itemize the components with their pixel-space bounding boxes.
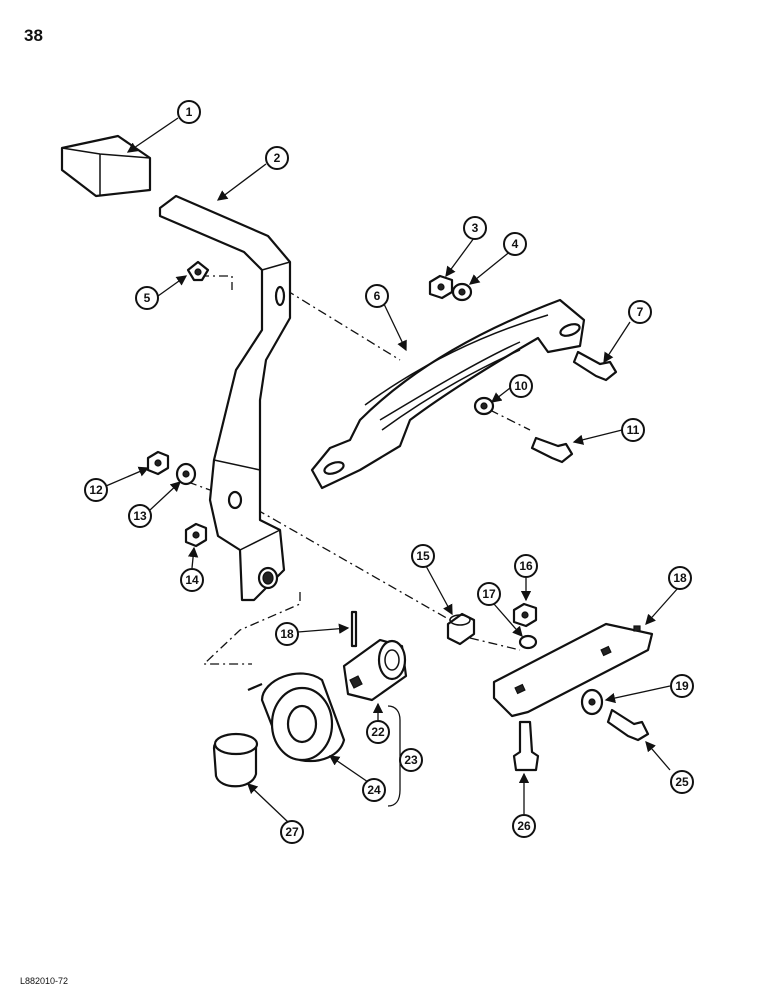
wing-nut-part-7 xyxy=(186,260,210,282)
callout-24-label: 22 xyxy=(371,725,385,739)
callout-17-label: 25 xyxy=(675,775,689,789)
callout-4: 3 xyxy=(463,216,487,240)
callout-22: 23 xyxy=(399,748,423,772)
callout-16: 16 xyxy=(514,554,538,578)
callout-5-label: 2 xyxy=(274,151,281,165)
callout-17: 25 xyxy=(670,770,694,794)
callout-6-label: 11 xyxy=(627,423,640,437)
spline-part-24 xyxy=(342,638,408,702)
plate-part-11 xyxy=(492,622,654,718)
callout-16-label: 16 xyxy=(519,559,533,573)
spacer-part-13 xyxy=(446,612,476,646)
callout-7: 5 xyxy=(135,286,159,310)
nut-part-4 xyxy=(428,274,454,300)
callout-6: 11 xyxy=(621,418,645,442)
leaders xyxy=(105,117,679,823)
callout-14: 26 xyxy=(512,814,536,838)
callout-15-label: 17 xyxy=(482,587,496,601)
bolt-part-2 xyxy=(572,350,618,382)
pin-part-27 xyxy=(350,610,358,648)
callout-23-label: 24 xyxy=(367,783,381,797)
curved-bracket-part-1 xyxy=(310,298,586,490)
callout-2: 7 xyxy=(628,300,652,324)
callout-2-label: 7 xyxy=(637,305,644,319)
callout-27-label: 18 xyxy=(280,627,294,641)
grip-part-10 xyxy=(60,134,152,198)
callout-1: 6 xyxy=(365,284,389,308)
bracket-part-22 xyxy=(387,705,401,807)
pedal-lever-part-5 xyxy=(158,194,292,602)
callout-13-label: 15 xyxy=(416,549,430,563)
callout-12-label: 19 xyxy=(675,679,689,693)
callout-7-label: 5 xyxy=(144,291,151,305)
callout-5: 2 xyxy=(265,146,289,170)
callout-11-label: 18 xyxy=(673,571,687,585)
callout-15: 17 xyxy=(477,582,501,606)
callout-25-label: 14 xyxy=(185,573,199,587)
callout-19: 12 xyxy=(84,478,108,502)
page-number: 38 xyxy=(24,26,43,45)
assembly-lines xyxy=(187,275,531,665)
bushing-part-26 xyxy=(212,732,259,788)
washer-part-18b xyxy=(175,462,197,486)
bolt-part-14 xyxy=(512,720,540,772)
callout-18b: 13 xyxy=(128,504,152,528)
document-code: L882010-72 xyxy=(20,976,69,986)
nut-part-16 xyxy=(512,602,538,628)
lockwasher-part-15 xyxy=(518,634,538,650)
knob-part-23 xyxy=(247,672,346,763)
nut-part-25 xyxy=(184,522,208,548)
callout-22-label: 23 xyxy=(404,753,418,767)
screw-part-17 xyxy=(606,708,650,742)
screw-part-6 xyxy=(530,436,574,464)
callout-25: 14 xyxy=(180,568,204,592)
callout-26-label: 27 xyxy=(285,825,299,839)
washer-part-18a xyxy=(473,396,495,416)
callout-24: 22 xyxy=(366,720,390,744)
callout-1-label: 6 xyxy=(374,289,381,303)
callout-19-label: 12 xyxy=(89,483,103,497)
callout-18a: 10 xyxy=(509,374,533,398)
callout-3-label: 4 xyxy=(512,237,519,251)
callout-18b-label: 13 xyxy=(133,509,147,523)
callout-23: 24 xyxy=(362,778,386,802)
callout-4-label: 3 xyxy=(472,221,479,235)
callout-10-label: 1 xyxy=(186,105,193,119)
callout-18a-label: 10 xyxy=(514,379,528,393)
callout-10: 1 xyxy=(177,100,201,124)
callout-26: 27 xyxy=(280,820,304,844)
callout-13: 15 xyxy=(411,544,435,568)
nut-part-19 xyxy=(146,450,170,476)
callout-3: 4 xyxy=(503,232,527,256)
callout-27: 18 xyxy=(275,622,299,646)
callout-12: 19 xyxy=(670,674,694,698)
washer-part-12 xyxy=(580,688,604,716)
callout-14-label: 26 xyxy=(517,819,531,833)
callout-11: 18 xyxy=(668,566,692,590)
washer-part-3 xyxy=(451,282,473,302)
